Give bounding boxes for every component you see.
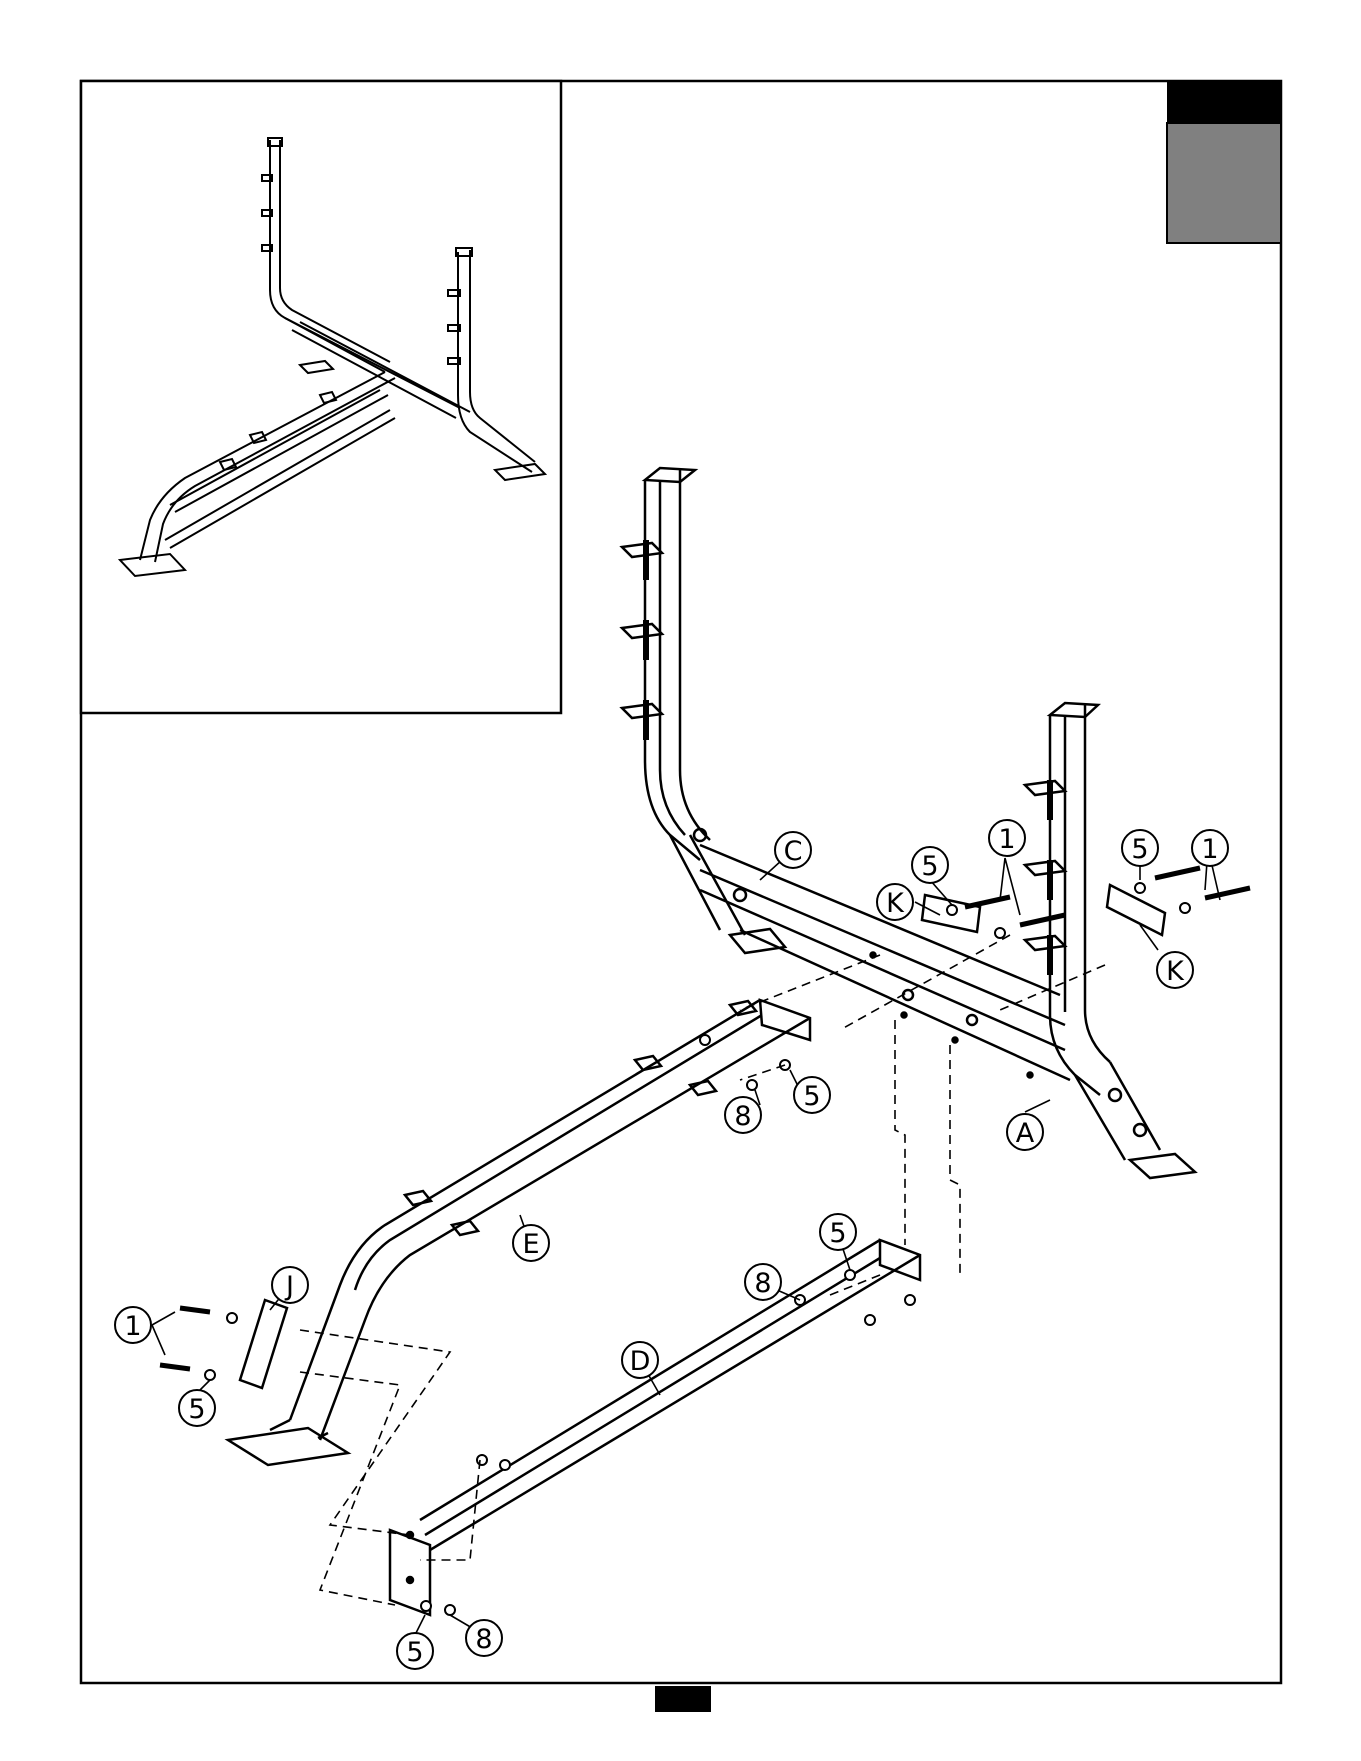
callout-label: 1 (998, 824, 1015, 855)
callout-part-A: A (1007, 1114, 1043, 1150)
part-C-A-cross-members (700, 845, 1070, 1080)
callout-label: 5 (803, 1081, 820, 1112)
callout-label: 8 (734, 1101, 751, 1132)
callout-label: 5 (1131, 834, 1148, 865)
callout-label: 1 (1201, 834, 1218, 865)
callout-part-K-right: K (1157, 952, 1193, 988)
callout-part-J: J (272, 1267, 308, 1303)
part-D-cross-brace (390, 1240, 920, 1615)
callout-part-K-left: K (877, 884, 913, 920)
callout-washer-5-e: 5 (794, 1077, 830, 1113)
callout-nut-8-bottom: 8 (466, 1620, 502, 1656)
part-J-plate (240, 1300, 287, 1388)
callout-label: 5 (921, 851, 938, 882)
leader-lines (152, 848, 1220, 1635)
callout-label: D (630, 1346, 651, 1377)
callout-part-D: D (622, 1342, 658, 1378)
callout-label: A (1016, 1118, 1035, 1149)
callout-washer-5-k: 5 (912, 847, 948, 883)
callout-bolt-1-right: 1 (1192, 830, 1228, 866)
callout-label: 8 (475, 1624, 492, 1655)
callout-bolt-1-center: 1 (989, 820, 1025, 856)
callout-label: J (284, 1271, 294, 1302)
callout-bolt-1-left: 1 (115, 1307, 151, 1343)
callout-label: 1 (124, 1311, 141, 1342)
callout-washer-5-d: 5 (820, 1214, 856, 1250)
callout-label: K (886, 888, 905, 919)
hardware (160, 868, 1250, 1615)
callout-label: C (784, 836, 803, 867)
part-K-plate-right (1107, 885, 1165, 935)
callout-label: 5 (406, 1637, 423, 1668)
header-tab-body (1167, 123, 1281, 243)
callout-part-E: E (513, 1225, 549, 1261)
callout-label: 8 (754, 1268, 771, 1299)
callout-part-C: C (775, 832, 811, 868)
callout-label: 5 (188, 1394, 205, 1425)
callout-nut-8-d: 8 (745, 1264, 781, 1300)
callout-washer-5-j: 5 (179, 1390, 215, 1426)
part-A-right-upright (1025, 703, 1195, 1178)
callout-label: K (1166, 956, 1185, 987)
footer-tab (655, 1686, 711, 1712)
callout-nut-8-e: 8 (725, 1097, 761, 1133)
callout-washer-5-bottom: 5 (397, 1633, 433, 1669)
callout-label: E (522, 1229, 539, 1260)
callout-label: 5 (829, 1218, 846, 1249)
header-tab-top (1167, 81, 1281, 123)
callout-washer-5-right: 5 (1122, 830, 1158, 866)
